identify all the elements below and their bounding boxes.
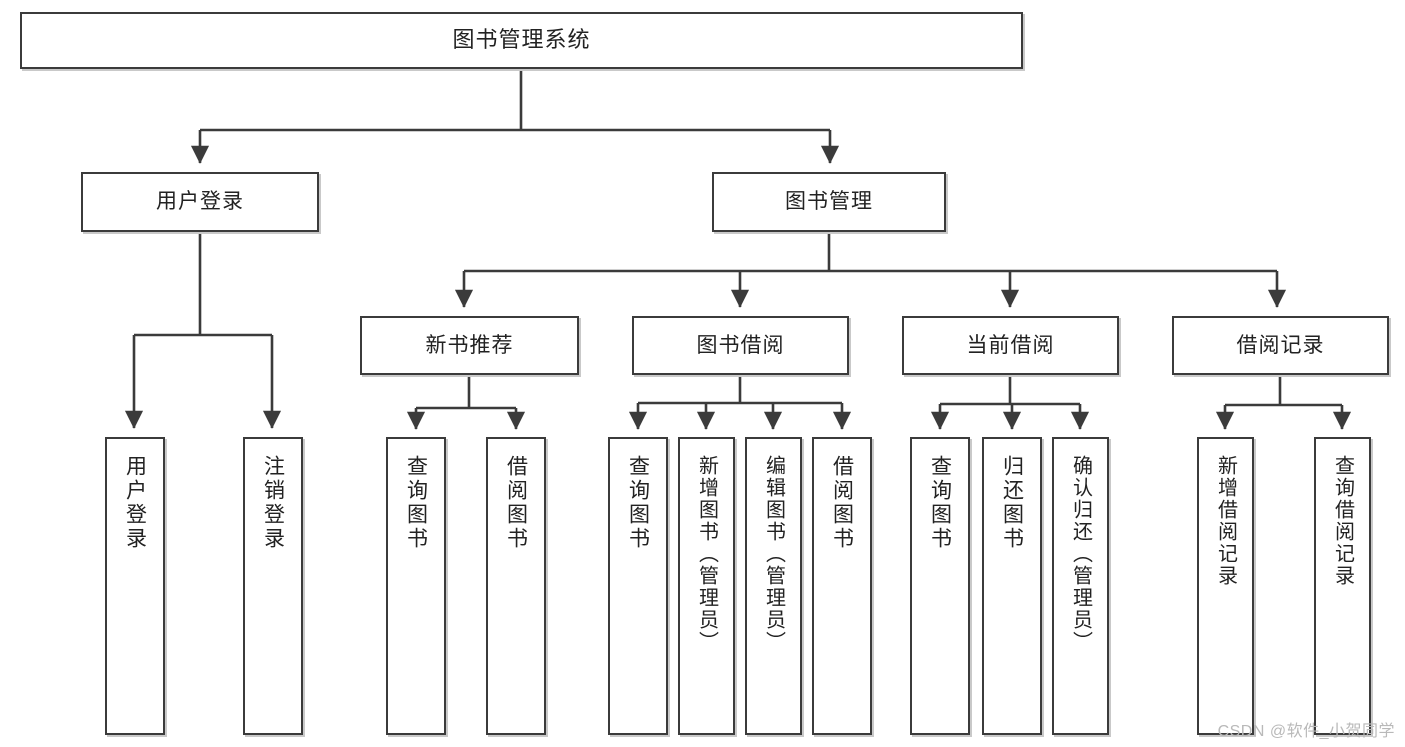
node-current-borrowing[interactable]: 当前借阅: [902, 316, 1119, 375]
node-leaf-cb-confirm-return[interactable]: 确认归还（管理员）: [1052, 437, 1109, 735]
node-label: 编辑图书（管理员）: [762, 455, 785, 653]
node-label: 查询图书: [626, 455, 650, 551]
node-label: 新增借阅记录: [1214, 455, 1237, 587]
node-borrow-record[interactable]: 借阅记录: [1172, 316, 1389, 375]
node-label: 借阅记录: [1236, 333, 1325, 357]
node-leaf-rec-borrow-book[interactable]: 借阅图书: [486, 437, 546, 735]
connector-group-borrow-record: [1215, 375, 1352, 430]
node-label: 图书借阅: [696, 333, 785, 357]
connector-group-new-book-rec: [406, 375, 526, 430]
node-label: 图书管理系统: [452, 27, 591, 53]
node-leaf-bb-add-book[interactable]: 新增图书（管理员）: [678, 437, 735, 735]
node-label: 注销登录: [261, 455, 285, 551]
node-label: 借阅图书: [504, 455, 528, 551]
node-label: 用户登录: [156, 190, 244, 214]
node-leaf-cb-query-book[interactable]: 查询图书: [910, 437, 970, 735]
node-leaf-rec-query-book[interactable]: 查询图书: [386, 437, 446, 735]
watermark-text: CSDN @软件_小贺同学: [1217, 723, 1395, 740]
node-label: 借阅图书: [830, 455, 854, 551]
node-label: 确认归还（管理员）: [1069, 455, 1092, 653]
node-label: 用户登录: [123, 455, 147, 551]
node-leaf-bb-edit-book[interactable]: 编辑图书（管理员）: [745, 437, 802, 735]
node-book-borrowing[interactable]: 图书借阅: [632, 316, 849, 375]
node-leaf-br-query-record[interactable]: 查询借阅记录: [1314, 437, 1371, 735]
node-leaf-br-add-record[interactable]: 新增借阅记录: [1197, 437, 1254, 735]
node-label: 查询借阅记录: [1331, 455, 1354, 587]
connector-group-book-borrow: [628, 375, 852, 430]
node-label: 当前借阅: [966, 333, 1055, 357]
connector-group-current-borrow: [930, 375, 1090, 430]
node-label: 归还图书: [1000, 455, 1024, 551]
node-leaf-user-login[interactable]: 用户登录: [105, 437, 165, 735]
node-label: 新书推荐: [425, 333, 514, 357]
connector-group-user-login: [124, 232, 282, 429]
node-user-login[interactable]: 用户登录: [81, 172, 319, 232]
node-new-book-recommendation[interactable]: 新书推荐: [360, 316, 579, 375]
node-label: 图书管理: [785, 190, 873, 214]
node-book-management[interactable]: 图书管理: [712, 172, 946, 232]
node-label: 新增图书（管理员）: [695, 455, 718, 653]
connector-group-root: [190, 69, 840, 164]
node-leaf-cb-return-book[interactable]: 归还图书: [982, 437, 1042, 735]
node-label: 查询图书: [404, 455, 428, 551]
node-label: 查询图书: [928, 455, 952, 551]
connector-group-book-mgmt: [454, 232, 1287, 308]
node-leaf-bb-borrow-book[interactable]: 借阅图书: [812, 437, 872, 735]
node-leaf-user-logout[interactable]: 注销登录: [243, 437, 303, 735]
node-root-system[interactable]: 图书管理系统: [20, 12, 1023, 69]
node-leaf-bb-query-book[interactable]: 查询图书: [608, 437, 668, 735]
